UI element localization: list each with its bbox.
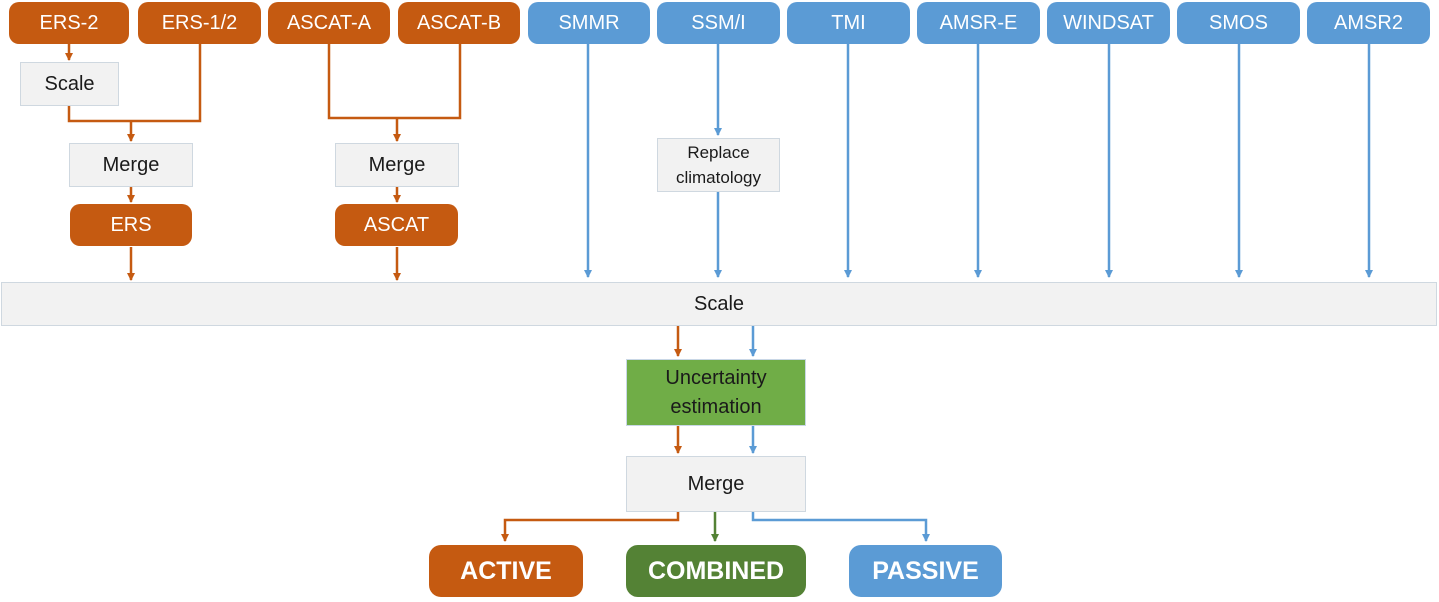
output-active-label: ACTIVE — [460, 556, 552, 585]
scale-ers2-step: Scale — [20, 62, 119, 106]
sensor-ascat-b: ASCAT-B — [398, 2, 520, 44]
scale-ers2-label: Scale — [44, 72, 95, 95]
scale-main-label: Scale — [693, 292, 745, 315]
sensor-ers2-label: ERS-2 — [39, 11, 99, 34]
sensor-windsat: WINDSAT — [1047, 2, 1170, 44]
merge-final-step: Merge — [626, 456, 806, 512]
ascat-product-label: ASCAT — [363, 213, 430, 236]
merge-ascat-label: Merge — [368, 153, 426, 176]
output-passive: PASSIVE — [849, 545, 1002, 597]
sensor-ascat-a-label: ASCAT-A — [286, 11, 372, 34]
ers-product-label: ERS — [110, 213, 152, 236]
uncertainty-line2: estimation — [670, 395, 762, 418]
sensor-smos: SMOS — [1177, 2, 1300, 44]
sensor-amsr2: AMSR2 — [1307, 2, 1430, 44]
sensor-ssmi-label: SSM/I — [691, 11, 746, 34]
output-passive-label: PASSIVE — [872, 556, 979, 585]
sensor-amsr-e: AMSR-E — [917, 2, 1040, 44]
sensor-windsat-label: WINDSAT — [1063, 11, 1154, 34]
merge-final-label: Merge — [687, 472, 745, 495]
output-active: ACTIVE — [429, 545, 583, 597]
line-passive-output — [751, 512, 930, 542]
sensor-tmi: TMI — [787, 2, 910, 44]
output-combined: COMBINED — [626, 545, 806, 597]
output-combined-label: COMBINED — [647, 556, 785, 585]
replace-climatology-step: Replace climatology — [657, 138, 780, 192]
sensor-smmr-label: SMMR — [558, 11, 620, 34]
sensor-ascat-b-label: ASCAT-B — [416, 11, 502, 34]
sensor-smmr: SMMR — [528, 2, 650, 44]
uncertainty-line1: Uncertainty — [665, 366, 767, 389]
sensor-ers12: ERS-1/2 — [138, 2, 261, 44]
ers-product: ERS — [70, 204, 192, 246]
sensor-amsr-e-label: AMSR-E — [939, 11, 1018, 34]
sensor-smos-label: SMOS — [1209, 11, 1268, 34]
sensor-amsr2-label: AMSR2 — [1334, 11, 1403, 34]
uncertainty-estimation-step: Uncertainty estimation — [626, 359, 806, 426]
merge-ers-label: Merge — [102, 153, 160, 176]
sensor-ers2: ERS-2 — [9, 2, 129, 44]
ascat-product: ASCAT — [335, 204, 458, 246]
line-scale-merge — [67, 44, 202, 123]
line-active-output — [501, 512, 680, 542]
replace-climatology-line2: climatology — [675, 168, 762, 187]
line-ascat-ab — [327, 44, 462, 120]
replace-climatology-line1: Replace — [687, 143, 750, 162]
sensor-tmi-label: TMI — [831, 11, 866, 34]
merge-ers-step: Merge — [69, 143, 193, 187]
merge-ascat-step: Merge — [335, 143, 459, 187]
sensor-ascat-a: ASCAT-A — [268, 2, 390, 44]
sensor-ers12-label: ERS-1/2 — [161, 11, 238, 34]
sensor-ssmi: SSM/I — [657, 2, 780, 44]
scale-main-step: Scale — [1, 282, 1437, 326]
